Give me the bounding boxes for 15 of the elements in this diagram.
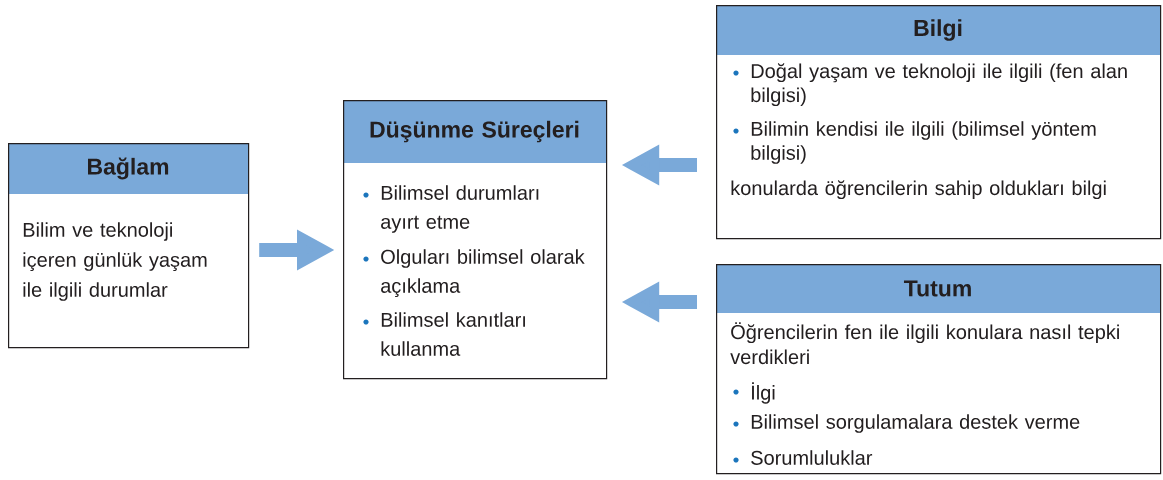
body-text: Bilimin kendisi ile ilgili (bilimsel yöntem bilgisi) bbox=[751, 121, 1096, 164]
box-heading: Düşünme Süreçleri bbox=[370, 120, 579, 143]
body-text: Öğrencilerin fen ile ilgili konulara nasıl tepki verdikleri bbox=[730, 322, 1119, 365]
body-text: Bilimsel kanıtları kullanma bbox=[381, 312, 525, 356]
body-text: Olguları bilimsel olarak açıklama bbox=[381, 249, 585, 297]
body-text: Doğal yaşam ve teknoloji ile ilgili (fen alan bilgisi) bbox=[751, 63, 1127, 107]
box-heading: Bağlam bbox=[88, 157, 169, 180]
body-text: konularda öğrencilerin sahip oldukları bilgi bbox=[731, 180, 1106, 200]
body-text: Bilim ve teknoloji içeren günlük yaşam ile ilgili durumlar bbox=[23, 222, 207, 301]
body-text: Sorumluluklar bbox=[751, 450, 873, 465]
box-heading: Bilgi bbox=[914, 19, 962, 41]
body-text: İlgi bbox=[752, 382, 775, 404]
body-text: Bilimsel durumları ayırt etme bbox=[381, 185, 539, 233]
body-text: Bilimsel sorgulamalara destek verme bbox=[751, 414, 1080, 433]
box-heading: Tutum bbox=[904, 280, 971, 297]
